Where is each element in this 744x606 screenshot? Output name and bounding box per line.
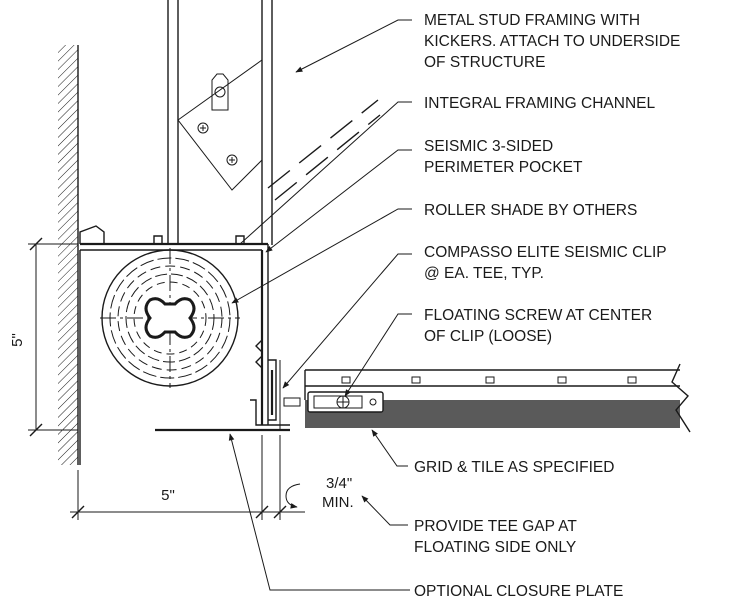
vertical-dimension-label: 5" — [9, 333, 26, 347]
callout-pocket-2: PERIMETER POCKET — [424, 159, 583, 176]
kicker-brace — [267, 99, 381, 201]
gap-dimension — [285, 483, 301, 509]
callout-floating-screw-2: OF CLIP (LOOSE) — [424, 328, 552, 345]
callout-stud-framing-2: KICKERS. ATTACH TO UNDERSIDE — [424, 33, 680, 50]
callout-floating-screw-1: FLOATING SCREW AT CENTER — [424, 307, 652, 324]
ceiling-grid-tile — [304, 363, 691, 433]
gap-dimension-min: MIN. — [322, 494, 354, 511]
leader-lines — [228, 19, 412, 591]
callout-stud-framing-1: METAL STUD FRAMING WITH — [424, 12, 640, 29]
callout-grid-tile: GRID & TILE AS SPECIFIED — [414, 459, 614, 476]
wall-hatch — [58, 45, 79, 465]
callout-closure-plate: OPTIONAL CLOSURE PLATE — [414, 583, 623, 600]
perimeter-pocket — [79, 225, 290, 465]
callout-stud-framing-3: OF STRUCTURE — [424, 54, 545, 71]
callout-framing-channel: INTEGRAL FRAMING CHANNEL — [424, 95, 655, 112]
horizontal-dimension — [70, 435, 305, 520]
callout-labels: METAL STUD FRAMING WITH KICKERS. ATTACH … — [414, 12, 680, 600]
seismic-clip — [283, 391, 384, 413]
vertical-dimension — [28, 237, 78, 437]
callout-seismic-clip-1: COMPASSO ELITE SEISMIC CLIP — [424, 244, 667, 261]
callout-tee-gap-2: FLOATING SIDE ONLY — [414, 539, 576, 556]
callout-tee-gap-1: PROVIDE TEE GAP AT — [414, 518, 577, 535]
callout-seismic-clip-2: @ EA. TEE, TYP. — [424, 265, 544, 282]
metal-stud-framing — [167, 0, 273, 245]
callout-roller-shade: ROLLER SHADE BY OTHERS — [424, 202, 637, 219]
gap-dimension-value: 3/4" — [326, 475, 352, 492]
horizontal-dimension-label: 5" — [161, 487, 175, 504]
roller-shade — [100, 248, 240, 388]
callout-pocket-1: SEISMIC 3-SIDED — [424, 138, 553, 155]
